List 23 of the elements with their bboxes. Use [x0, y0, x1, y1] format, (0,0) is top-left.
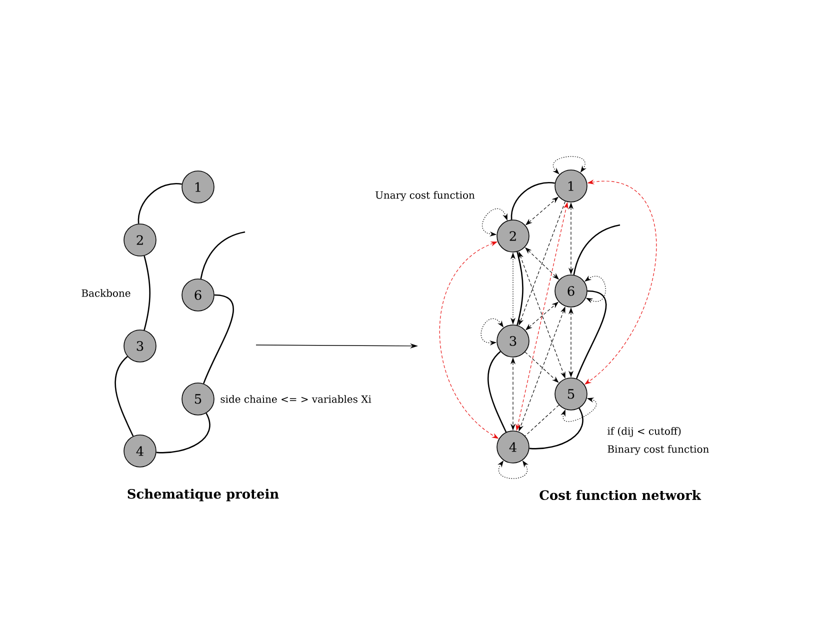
- backbone-line: [200, 231, 246, 279]
- panel-heading: Schematique protein: [128, 488, 279, 502]
- backbone-line: [516, 252, 524, 326]
- arrow: [524, 352, 559, 383]
- backbone-line: [573, 224, 620, 275]
- backbone-line: [144, 256, 150, 330]
- backbone-line: [138, 183, 182, 224]
- backbone-line: [576, 290, 607, 379]
- panel-heading: Cost function network: [540, 490, 702, 500]
- backbone-line: [114, 356, 134, 436]
- self-loop-arrow: [560, 398, 597, 422]
- annotation: Unary cost function: [376, 191, 475, 201]
- node-caption: side chaine <= > variables Xi: [220, 395, 372, 403]
- part-label: Backbone: [82, 289, 130, 297]
- backbone-line: [156, 412, 210, 454]
- backbone-line: [510, 182, 555, 220]
- annotation: Binary cost function: [608, 445, 709, 455]
- backbone-line: [203, 294, 234, 384]
- backbone-line: [529, 408, 584, 450]
- self-loop-arrow: [482, 208, 508, 236]
- backbone-line: [488, 351, 507, 432]
- annotation: if (dij < cutoff): [608, 427, 681, 437]
- connector: [524, 404, 560, 436]
